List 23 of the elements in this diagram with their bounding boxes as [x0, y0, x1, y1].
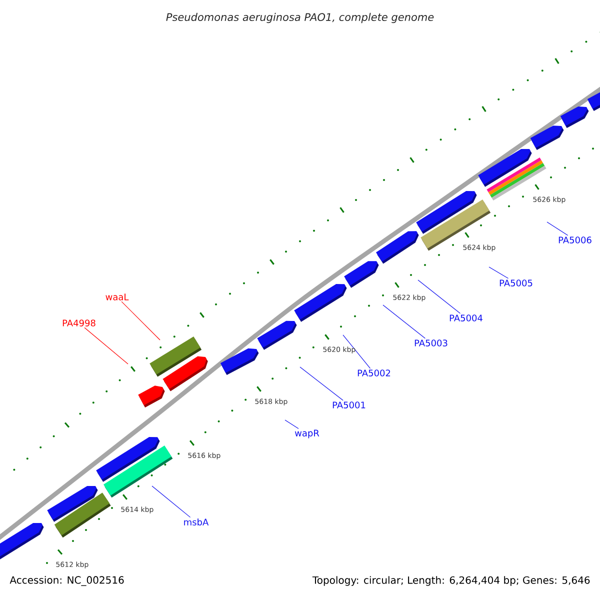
- genome-info-text: Topology: circular; Length: 6,264,404 bp; Genes: 5,646: [312, 576, 590, 586]
- gene-label: PA4998: [62, 320, 96, 326]
- leader-line: [546, 222, 568, 236]
- leader-line: [418, 280, 460, 314]
- gene-label: PA5004: [450, 314, 482, 322]
- accession-text: Accession: NC_002516: [10, 576, 124, 586]
- leader-line: [84, 327, 128, 364]
- leader-line: [382, 304, 426, 339]
- gene-label: PA5006: [558, 236, 592, 244]
- gene-label: PA5001: [332, 402, 366, 408]
- leader-line: [152, 486, 191, 518]
- leader-line: [121, 301, 160, 340]
- title: Pseudomonas aeruginosa PAO1, complete genome: [166, 12, 434, 24]
- gene-label: PA5002: [358, 370, 390, 376]
- leader-line: [342, 334, 371, 369]
- leader-line: [300, 366, 344, 401]
- leader-line: [284, 420, 299, 429]
- gene-label: PA5005: [500, 280, 532, 286]
- gene-label: msbA: [184, 518, 209, 526]
- gene-label: PA5003: [414, 340, 448, 346]
- leader-line: [488, 266, 509, 279]
- gene-label: waaL: [106, 294, 129, 300]
- gene-label: wapR: [294, 430, 320, 438]
